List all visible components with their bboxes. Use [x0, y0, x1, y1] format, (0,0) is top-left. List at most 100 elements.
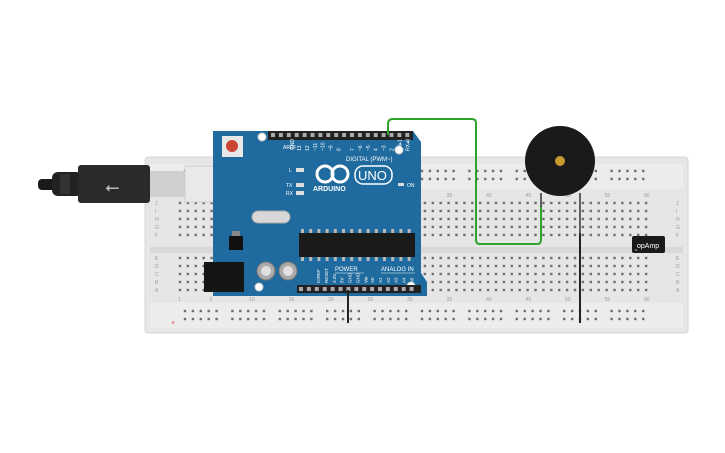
- column-number-bottom: 5: [210, 297, 213, 303]
- power-pin-label: GND: [348, 272, 353, 283]
- digital-pin-label: 12: [305, 145, 311, 151]
- opamp-chip[interactable]: opAmp: [632, 236, 665, 253]
- column-number-top: 40: [486, 193, 492, 199]
- digital-pin-label: 8: [337, 148, 343, 151]
- digital-pin-label: ~3: [382, 145, 388, 151]
- column-number-bottom: 35: [447, 297, 453, 303]
- power-pin-label: GND: [356, 272, 361, 283]
- voltage-regulator: [229, 236, 243, 250]
- row-letter-right: E: [676, 256, 680, 262]
- usb-cable[interactable]: ⭠: [38, 165, 242, 203]
- row-letter-left: E: [155, 256, 159, 262]
- row-letter-right: G: [676, 225, 680, 231]
- analog-pin-label: A1: [378, 277, 383, 283]
- row-letter-right: B: [676, 280, 680, 286]
- power-pin-label: RESET: [324, 268, 329, 283]
- analog-pin-label: A0: [370, 277, 375, 283]
- column-number-bottom: 40: [486, 297, 492, 303]
- led-rx-label: RX: [286, 191, 294, 197]
- column-number-top: 60: [644, 193, 650, 199]
- led-on-label: ON: [407, 183, 415, 189]
- opamp-label: opAmp: [637, 243, 659, 250]
- row-letter-left: I: [155, 209, 156, 215]
- digital-pin-label: 2: [390, 148, 396, 151]
- atmega-chip: [299, 233, 415, 257]
- wires[interactable]: [347, 118, 581, 323]
- digital-pin-label: ~9: [329, 145, 335, 151]
- row-letter-right: A: [676, 288, 680, 294]
- led-tx: [296, 183, 304, 187]
- row-letter-left: D: [155, 264, 159, 270]
- digital-pin-label: 7: [350, 148, 356, 151]
- digital-pin-label: ~11: [313, 143, 319, 151]
- column-number-top: 55: [605, 193, 611, 199]
- analog-in-label: ANALOG IN: [381, 267, 414, 273]
- power-pin-label: 5V: [340, 277, 345, 283]
- digital-pin-label: TX▸1: [397, 139, 403, 151]
- rail-plus-mark: +: [171, 320, 175, 327]
- row-letter-right: C: [676, 272, 680, 278]
- aref-label: AREF: [283, 145, 296, 151]
- power-label: POWER: [335, 267, 358, 273]
- power-pin-label: Vin: [363, 276, 368, 283]
- row-letter-right: I: [676, 209, 677, 215]
- power-pin-label: 3.3V: [332, 274, 337, 283]
- arduino-logo-icon: [315, 164, 350, 184]
- analog-pin-label: A2: [386, 277, 391, 283]
- crystal-oscillator: [251, 210, 291, 224]
- row-letter-right: J: [676, 201, 679, 207]
- column-number-bottom: 30: [407, 297, 413, 303]
- power-analog-header[interactable]: [297, 285, 421, 293]
- power-pin-label: IOREF: [316, 269, 321, 283]
- column-number-bottom: 55: [605, 297, 611, 303]
- row-letter-left: A: [155, 288, 159, 294]
- row-letter-left: C: [155, 272, 159, 278]
- digital-label: DIGITAL (PWM~): [346, 157, 393, 163]
- uno-model: UNO: [358, 168, 387, 183]
- digital-pin-label: RX◂0: [405, 139, 411, 151]
- led-tx-label: TX: [286, 183, 293, 189]
- green-wire[interactable]: [387, 118, 542, 245]
- column-number-top: 50: [565, 193, 571, 199]
- row-letter-left: G: [155, 225, 159, 231]
- digital-pin-label: 4: [374, 148, 380, 151]
- digital-pin-label: ~5: [366, 145, 372, 151]
- analog-pin-label: A5: [410, 277, 415, 283]
- usb-icon: ⭠: [105, 177, 119, 197]
- row-letter-right: F: [676, 233, 679, 239]
- column-number-bottom: 1: [178, 297, 181, 303]
- column-number-bottom: 25: [368, 297, 374, 303]
- digital-pin-label: ~10: [321, 142, 327, 151]
- pin-label-gnd: GND: [290, 139, 296, 151]
- digital-pin-label: 13: [297, 145, 303, 151]
- buzzer-center: [555, 156, 565, 166]
- led-rx: [296, 191, 304, 195]
- row-letter-left: F: [155, 233, 158, 239]
- column-number-bottom: 20: [328, 297, 334, 303]
- column-number-top: 35: [447, 193, 453, 199]
- reset-button-cap[interactable]: [226, 140, 238, 152]
- row-letter-left: H: [155, 217, 159, 223]
- column-number-top: 45: [526, 193, 532, 199]
- row-letter-left: J: [155, 201, 158, 207]
- row-letter-left: B: [155, 280, 159, 286]
- row-letter-right: H: [676, 217, 680, 223]
- digital-header[interactable]: [268, 131, 413, 140]
- piezo-buzzer[interactable]: [525, 126, 595, 234]
- power-jack[interactable]: [204, 262, 244, 292]
- led-l-label: L: [289, 168, 292, 174]
- arduino-brand: ARDUINO: [313, 186, 346, 193]
- column-number-bottom: 60: [644, 297, 650, 303]
- column-number-bottom: 15: [289, 297, 295, 303]
- column-number-bottom: 45: [526, 297, 532, 303]
- led-on: [398, 183, 404, 186]
- digital-pin-label: ~6: [358, 145, 364, 151]
- row-letter-right: D: [676, 264, 680, 270]
- analog-pin-label: A3: [394, 277, 399, 283]
- analog-pin-label: A4: [402, 277, 407, 283]
